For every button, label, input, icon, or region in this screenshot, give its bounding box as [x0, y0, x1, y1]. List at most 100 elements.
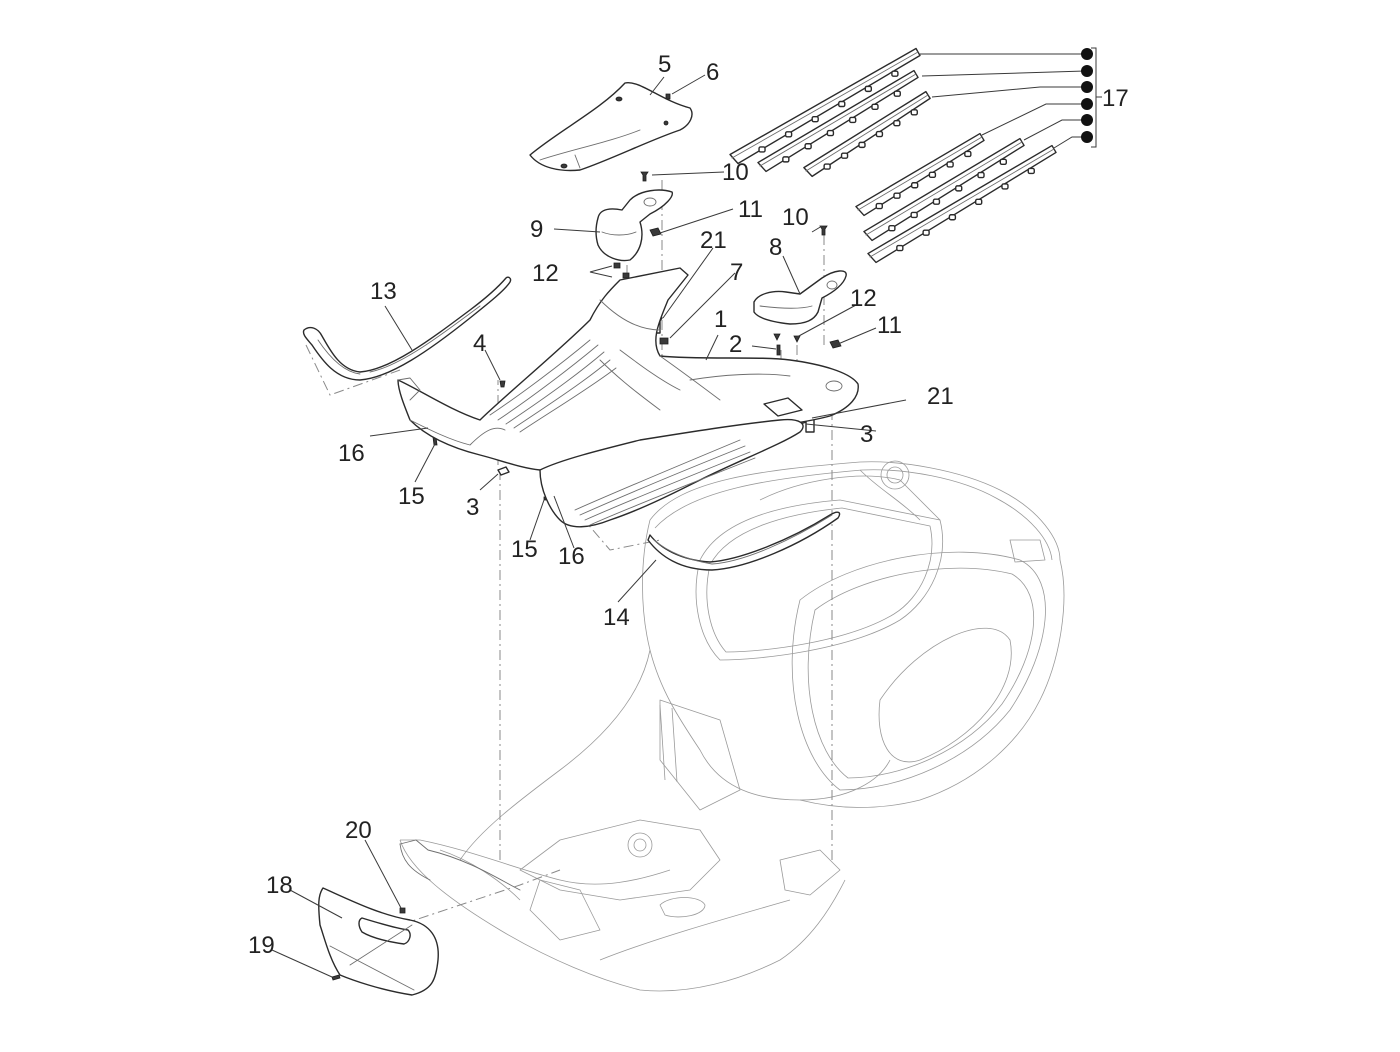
- strip-peg: [896, 244, 904, 252]
- part-17-dot: [1081, 131, 1093, 143]
- part-12-screw: [613, 262, 621, 269]
- rubber-strip: [757, 69, 919, 173]
- callout-19: 19: [248, 932, 275, 959]
- part-11-clip-nut: [649, 227, 662, 237]
- part-10-screw: [640, 171, 649, 182]
- strip-peg: [758, 146, 766, 153]
- part-17-dot: [1081, 98, 1093, 110]
- rubber-strip: [867, 144, 1057, 264]
- part-8-right-footrest: [753, 270, 847, 325]
- callout-labels: 5 6 10 11 9 21 12 7 13 10 8 12 1 2 11 4 …: [248, 51, 1129, 959]
- part-12-screw: [793, 335, 801, 343]
- strip-peg: [910, 182, 919, 189]
- strip-peg: [922, 229, 930, 236]
- strip-peg: [840, 152, 849, 159]
- callout-1: 1: [714, 306, 727, 333]
- callout-12: 12: [532, 260, 559, 287]
- callout-10: 10: [782, 204, 809, 231]
- strip-peg: [928, 171, 937, 179]
- strip-peg: [864, 85, 873, 93]
- callout-16: 16: [558, 543, 585, 570]
- callout-20: 20: [345, 817, 372, 844]
- part-17-rubber-strips: [729, 47, 1057, 264]
- strip-peg: [974, 198, 983, 206]
- callout-11: 11: [738, 196, 763, 223]
- part-11-clip-nut: [829, 339, 842, 349]
- strip-peg: [848, 116, 857, 124]
- part-20-nut: [399, 907, 406, 914]
- rubber-strip: [803, 90, 931, 178]
- callout-14: 14: [603, 604, 630, 631]
- part-17-dot: [1081, 114, 1093, 126]
- part-14-right-trim: [647, 511, 841, 571]
- strip-peg: [784, 131, 793, 138]
- strip-peg: [871, 103, 879, 111]
- part-17-leaders: [920, 47, 1102, 149]
- strip-peg: [948, 214, 957, 221]
- strip-peg: [858, 141, 866, 149]
- strip-peg: [977, 171, 985, 179]
- callout-21: 21: [700, 227, 727, 254]
- part-13-left-trim: [302, 276, 512, 381]
- part-19-screw: [331, 974, 341, 981]
- part-5-front-cover: [529, 82, 693, 172]
- callout-5: 5: [658, 51, 671, 78]
- callout-13: 13: [370, 278, 397, 305]
- part-17-dot: [1081, 48, 1093, 60]
- part-10-screw: [819, 225, 828, 236]
- callout-12: 12: [850, 285, 877, 312]
- part-17-dot: [1081, 65, 1093, 77]
- part-3-clip: [497, 466, 510, 476]
- part-6-screw: [665, 93, 671, 100]
- strip-peg: [838, 100, 846, 108]
- part-18-rear-cover: [318, 839, 521, 996]
- strip-peg: [955, 185, 963, 192]
- callout-6: 6: [706, 59, 719, 86]
- part-1-floor-panel: [397, 267, 859, 528]
- callout-18: 18: [266, 872, 293, 899]
- callout-3: 3: [860, 421, 873, 448]
- strip-peg: [946, 161, 954, 168]
- callout-4: 4: [473, 330, 486, 357]
- strip-peg: [875, 202, 883, 210]
- callout-2: 2: [729, 331, 742, 358]
- strip-peg: [823, 163, 831, 170]
- part-17-dot: [1081, 81, 1093, 93]
- callout-16: 16: [338, 440, 365, 467]
- callout-11: 11: [877, 312, 902, 339]
- strip-peg: [875, 130, 884, 138]
- strip-peg: [811, 115, 819, 123]
- rubber-strip: [863, 137, 1025, 242]
- callout-15: 15: [398, 483, 425, 510]
- callout-21: 21: [927, 383, 954, 410]
- callout-15: 15: [511, 536, 538, 563]
- strip-peg: [893, 192, 901, 199]
- strip-peg: [910, 211, 918, 219]
- strip-peg: [1027, 167, 1035, 175]
- strip-peg: [893, 119, 901, 127]
- scooter-frame-body: [399, 460, 1065, 992]
- leader-lines: [271, 74, 907, 978]
- callout-8: 8: [769, 234, 782, 261]
- strip-peg: [826, 129, 835, 137]
- strip-peg: [782, 156, 790, 163]
- part-4-screw: [499, 380, 506, 388]
- strip-peg: [804, 143, 812, 150]
- strip-peg: [999, 158, 1007, 165]
- part-2-screw: [773, 333, 781, 341]
- part-9-left-footrest: [595, 189, 673, 262]
- callout-17: 17: [1102, 85, 1129, 112]
- part-7-nut: [659, 337, 669, 345]
- strip-peg: [893, 90, 901, 97]
- callout-10: 10: [722, 159, 749, 186]
- rubber-strip: [855, 132, 985, 217]
- part-12-screw: [622, 272, 630, 279]
- callout-7: 7: [730, 259, 743, 286]
- strip-peg: [932, 198, 941, 205]
- callout-9: 9: [530, 216, 543, 243]
- strip-peg: [1001, 183, 1009, 190]
- part-2-screw: [776, 344, 781, 356]
- strip-peg: [891, 70, 899, 77]
- callout-3: 3: [466, 494, 479, 521]
